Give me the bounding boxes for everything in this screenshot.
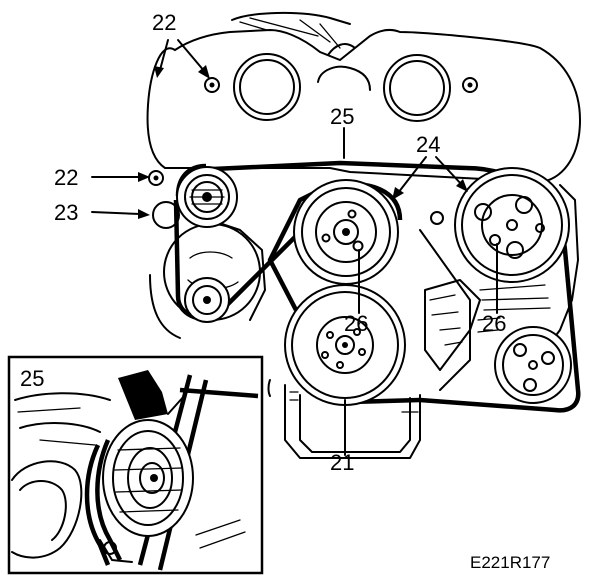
callout-22-top: 22 [152,10,176,35]
callout-leaders [91,39,498,456]
crankshaft-pulley [284,284,406,406]
callout-26-right: 26 [482,311,506,336]
callout-25-inset: 25 [20,366,44,391]
callout-25-belt: 25 [330,104,354,129]
figure-code: E221R177 [470,553,550,572]
callout-24: 24 [416,132,440,157]
callout-21: 21 [330,450,354,475]
bolt-icon [204,77,220,93]
valve-cover [146,28,582,184]
tensioner-pulley [152,166,238,229]
callout-22-left: 22 [54,165,78,190]
callout-26-left: 26 [344,311,368,336]
ac-compressor-pulley [454,167,570,283]
inset-detail-frame [7,355,264,575]
bolt-icon [462,77,478,93]
callout-23: 23 [54,200,78,225]
power-steering-pulley [494,326,572,404]
water-pump-pulley [293,179,399,285]
bolt-icon [430,211,444,225]
bolt-icon [489,234,501,246]
alternator-pulley [184,277,230,323]
